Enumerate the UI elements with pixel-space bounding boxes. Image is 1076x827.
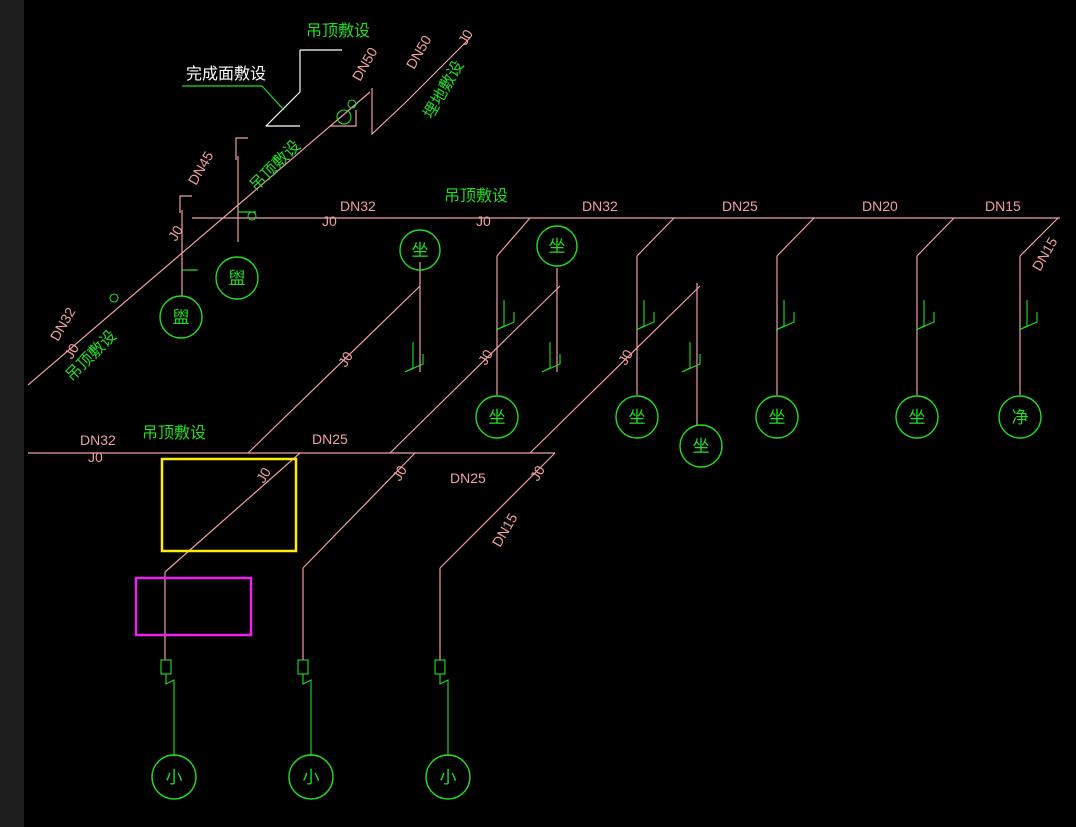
label-j0-left-riser: J0 [165,223,186,244]
svg-text:小: 小 [303,768,320,787]
svg-text:净: 净 [1012,408,1029,427]
urinal-valves [160,659,449,756]
fixture-toilet-1[interactable]: 坐 [475,395,519,439]
label-dn15-right: DN15 [1029,234,1061,273]
svg-text:坐: 坐 [909,408,926,427]
label-dn32-left: DN32 [47,304,79,343]
fixture-basin-b[interactable]: 盥 [215,256,259,300]
label-ceiling-top-mid: 吊顶敷设 [444,186,508,205]
label-dn15-top: DN15 [985,198,1021,214]
label-dn15-low: DN15 [489,510,521,549]
label-dn32-top2: DN32 [582,198,618,214]
yellow-highlight-box[interactable] [160,457,298,553]
svg-text:小: 小 [166,768,183,787]
label-dn32-mid: DN32 [80,432,116,448]
svg-text:坐: 坐 [629,408,646,427]
finished-surface-leader [182,85,285,111]
label-j0-diag1: J0 [335,349,356,370]
label-ceiling-top: 吊顶敷设 [306,21,370,40]
label-j0-diag3: J0 [615,347,636,368]
svg-text:盥: 盥 [229,269,246,288]
label-ceiling-riser: 吊顶敷设 [245,136,304,195]
label-j0-diag2: J0 [475,347,496,368]
toilet-angle-valves [404,300,1038,373]
label-j0-top1: J0 [322,213,337,229]
svg-text:坐: 坐 [489,408,506,427]
label-j0-low2: J0 [389,463,410,484]
fixture-toilet-2[interactable]: 坐 [615,395,659,439]
label-j0-mid: J0 [88,449,103,465]
label-dn25-top: DN25 [722,198,758,214]
label-ceiling-mid: 吊顶敷设 [142,423,206,442]
svg-text:坐: 坐 [693,437,710,456]
svg-text:坐: 坐 [769,408,786,427]
fixture-toilet-5[interactable]: 坐 [895,395,939,439]
label-dn25-low: DN25 [450,470,486,486]
fixture-toilet-top1[interactable]: 坐 [399,229,441,271]
label-j0-arrow: J0 [455,27,476,48]
gate-valve-symbols [109,99,357,303]
fixture-urinal-1[interactable]: 小 [151,754,197,800]
svg-text:小: 小 [440,768,457,787]
label-finished-surface: 完成面敷设 [186,64,266,83]
fixture-urinal-3[interactable]: 小 [425,754,471,800]
label-dn25-mid: DN25 [312,431,348,447]
label-j0-low1: J0 [253,465,274,486]
svg-text:盥: 盥 [173,308,190,327]
fixture-toilet-3[interactable]: 坐 [679,424,723,468]
svg-text:坐: 坐 [549,237,566,256]
dn50-buried-branch [330,37,471,136]
fixture-clean[interactable]: 净 [998,395,1042,439]
label-dn50-a: DN50 [349,44,381,83]
magenta-highlight-box[interactable] [134,576,253,637]
middle-diagonal-risers [247,285,701,454]
label-dn50-b: DN50 [403,32,435,71]
basin-branches [179,137,256,296]
label-dn20-top: DN20 [862,198,898,214]
fixture-toilet-4[interactable]: 坐 [755,395,799,439]
left-toolbar-strip [0,0,24,827]
svg-text:坐: 坐 [412,241,429,260]
top-row-branches [419,217,1059,425]
lower-diagonal-branches [164,452,556,660]
label-j0-low3: J0 [527,463,548,484]
main-diagonal-pipe [27,49,1060,386]
label-j0-top2: J0 [476,213,491,229]
fixture-urinal-2[interactable]: 小 [288,754,334,800]
fixture-basin-a[interactable]: 盥 [159,295,203,339]
label-dn45: DN45 [185,148,217,187]
label-dn32-top: DN32 [340,198,376,214]
label-buried: 埋地敷设 [419,57,467,122]
label-j0-left: J0 [61,341,82,362]
fixture-toilet-top2[interactable]: 坐 [536,225,578,267]
